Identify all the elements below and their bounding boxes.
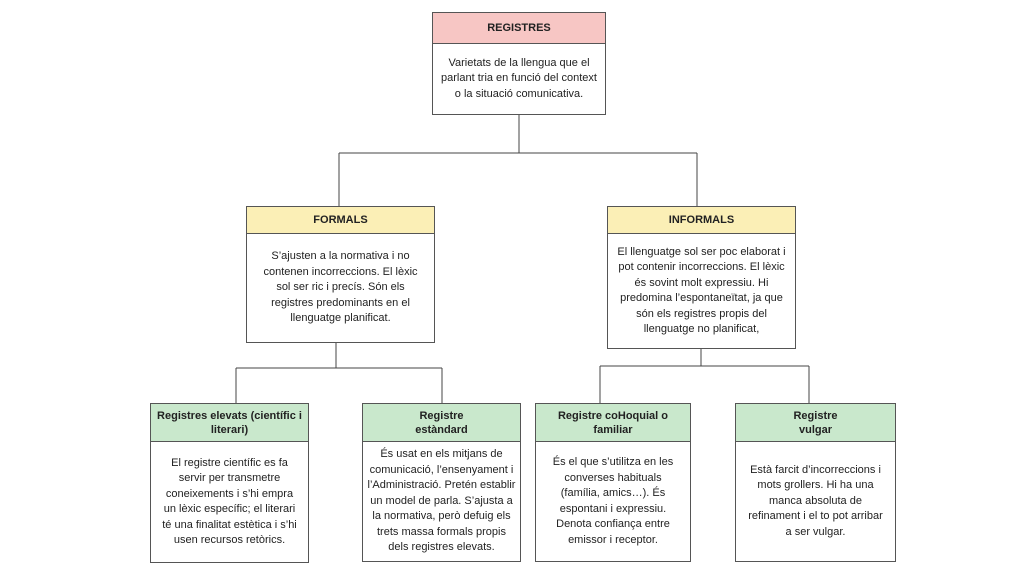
- node-registres-title: REGISTRES: [433, 13, 605, 44]
- node-registres: REGISTRES Varietats de la llengua que el…: [432, 12, 606, 115]
- node-informals-title: INFORMALS: [608, 207, 795, 234]
- node-registres-elevats: Registres elevats (científic i literari)…: [150, 403, 309, 563]
- node-elevats-title: Registres elevats (científic i literari): [151, 404, 308, 442]
- node-informals-text: El llenguatge sol ser poc elaborat i pot…: [617, 245, 786, 336]
- node-informals: INFORMALS El llenguatge sol ser poc elab…: [607, 206, 796, 349]
- node-vulgar-title: Registre vulgar: [736, 404, 895, 442]
- node-formals-text: S’ajusten a la normativa i no contenen i…: [263, 250, 418, 325]
- node-vulgar-text: Està farcit d’incorreccions i mots groll…: [748, 463, 883, 538]
- node-registre-colloquial: Registre coHoquial o familiar És el que …: [535, 403, 691, 562]
- node-registre-estandard: Registre estàndard És usat en els mitjan…: [362, 403, 521, 562]
- node-registre-vulgar: Registre vulgar Està farcit d’incorrecci…: [735, 403, 896, 562]
- node-estandard-text: És usat en els mitjans de comunicació, l…: [367, 448, 516, 554]
- node-colloquial-title: Registre coHoquial o familiar: [536, 404, 690, 442]
- node-colloquial-text: És el que s’utilitza en les converses ha…: [552, 456, 674, 546]
- node-formals-title: FORMALS: [247, 207, 434, 234]
- node-formals: FORMALS S’ajusten a la normativa i no co…: [246, 206, 435, 343]
- node-registres-text: Varietats de la llengua que el parlant t…: [441, 56, 597, 100]
- node-elevats-text: El registre científic es fa servir per t…: [162, 456, 297, 547]
- node-estandard-title: Registre estàndard: [363, 404, 520, 442]
